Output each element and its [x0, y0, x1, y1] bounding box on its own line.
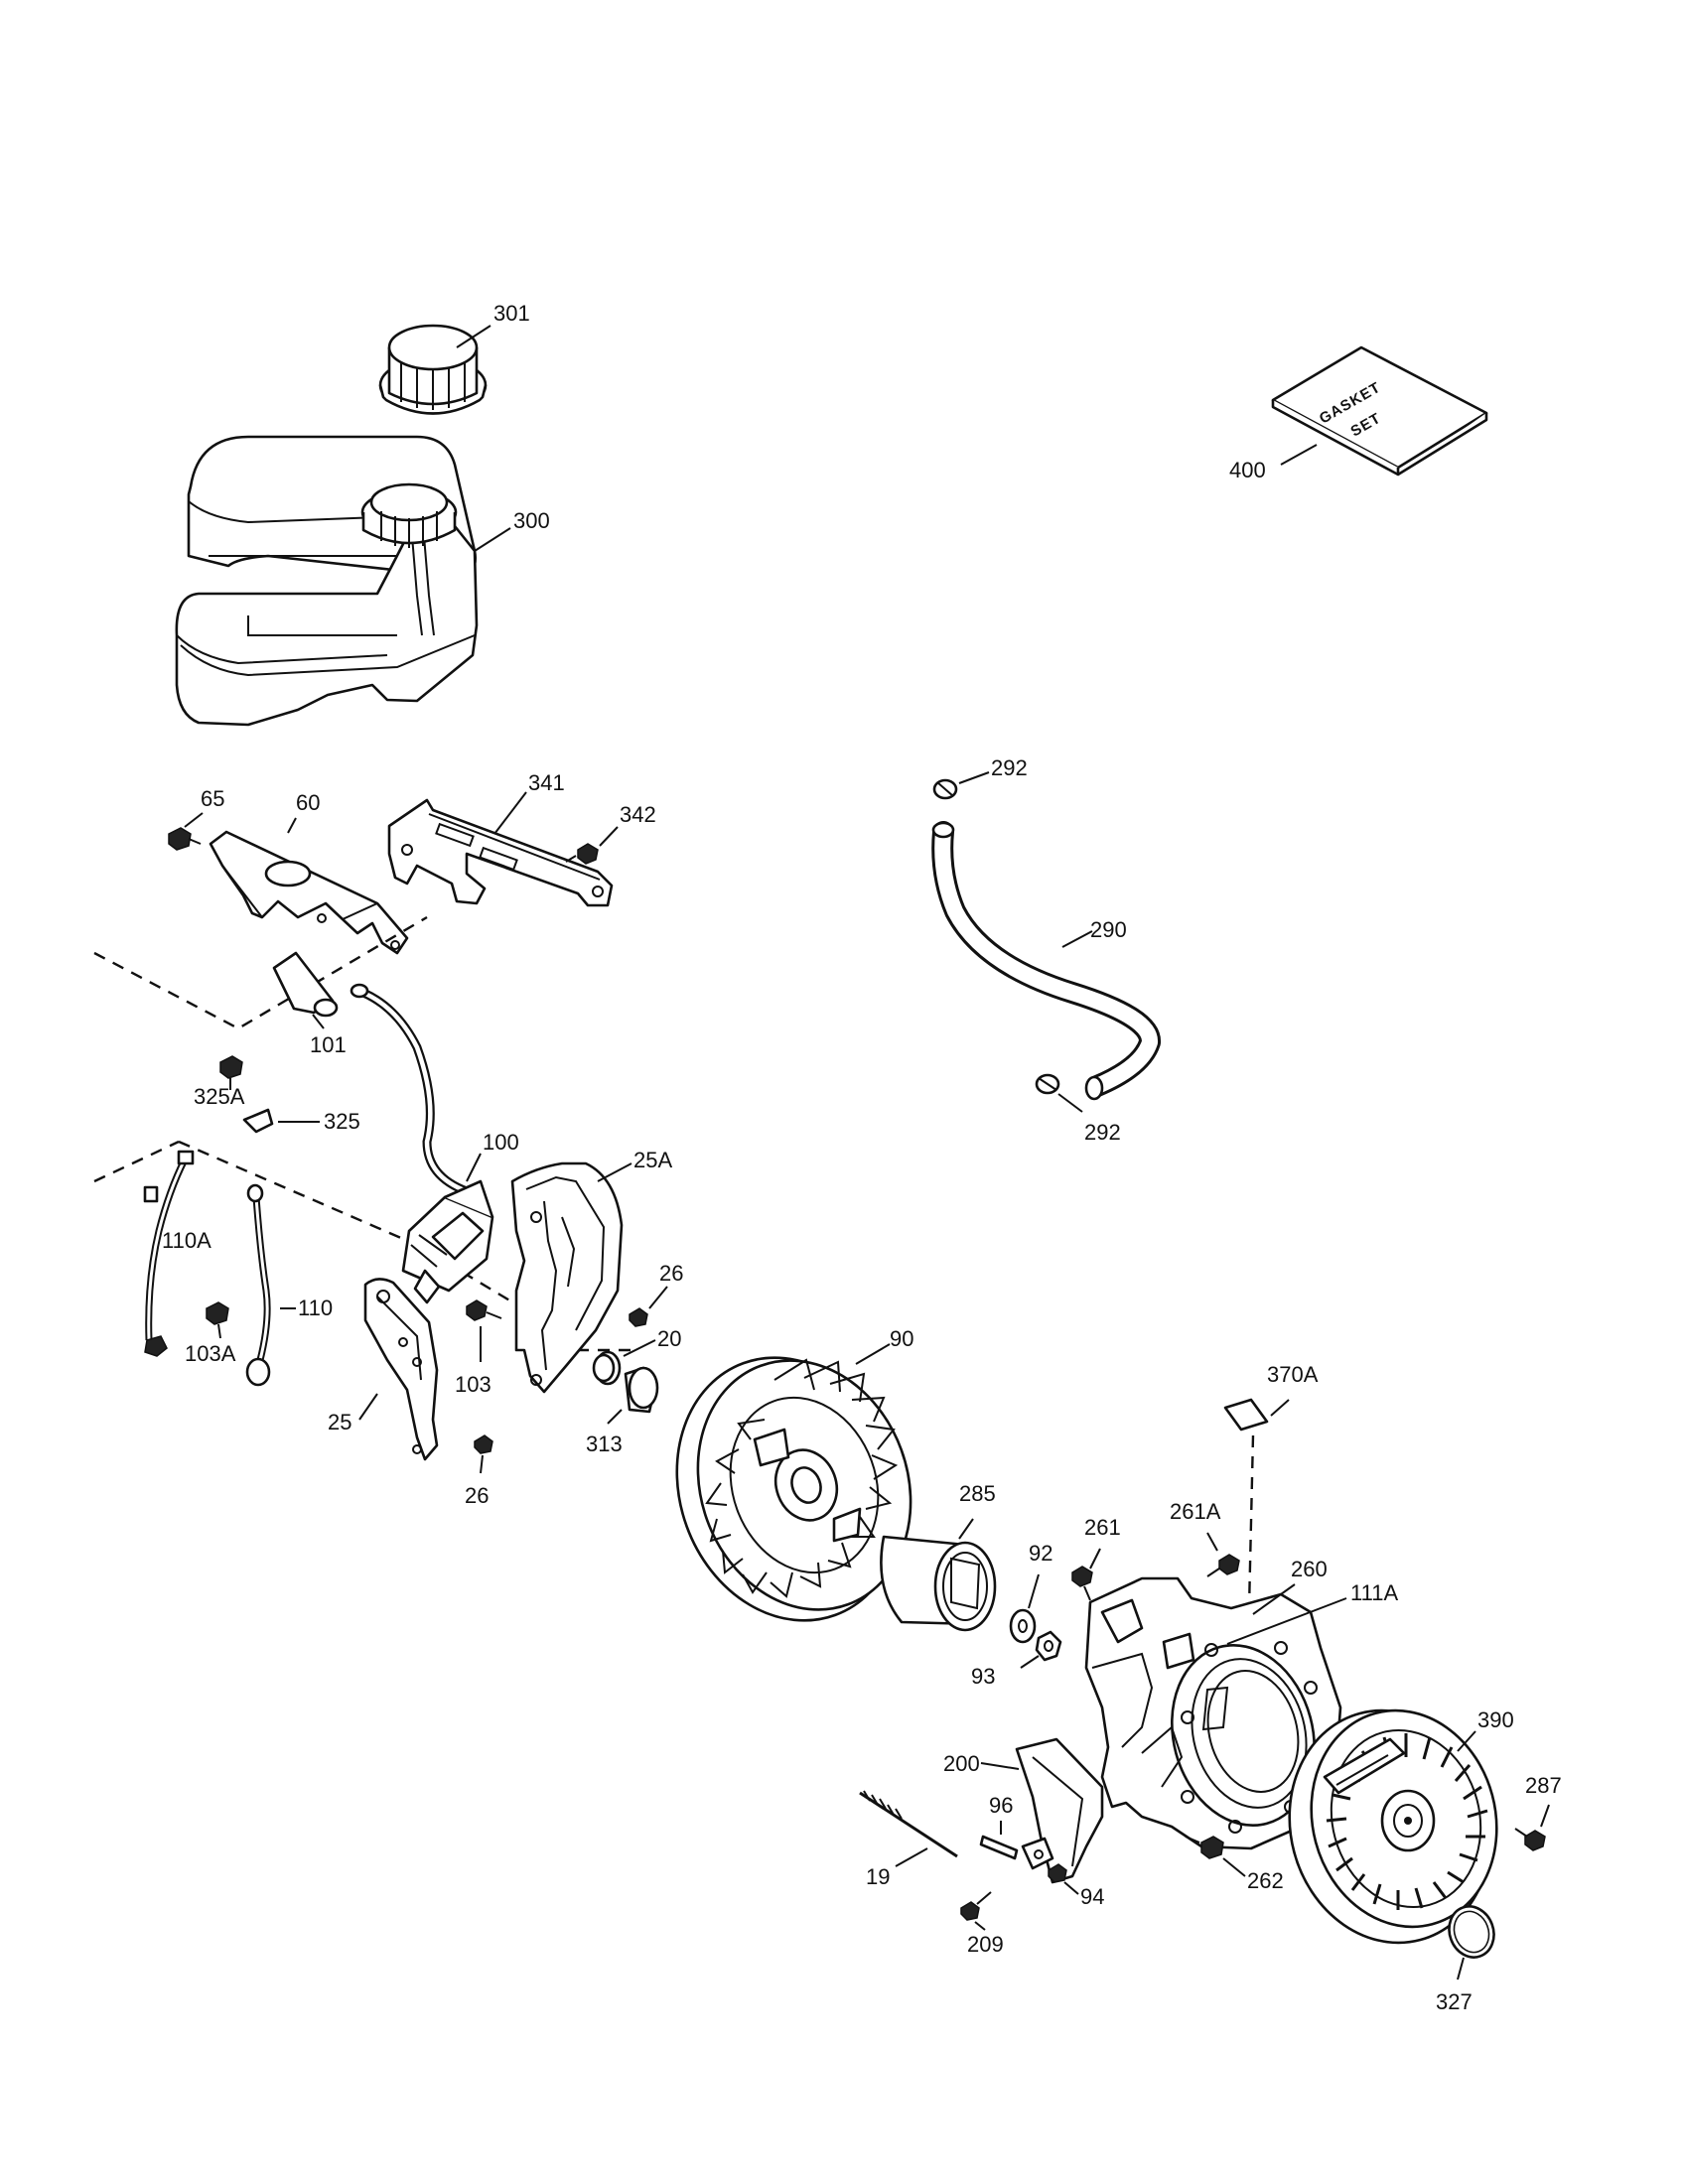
label-26-bottom: 26 — [465, 1483, 489, 1508]
screw-342 — [565, 843, 599, 865]
bushing-20 — [592, 1350, 622, 1386]
label-26-top: 26 — [659, 1261, 683, 1286]
label-110: 110 — [298, 1296, 333, 1320]
label-400: 400 — [1229, 458, 1266, 482]
label-327: 327 — [1436, 1989, 1473, 2014]
label-325: 325 — [324, 1109, 360, 1134]
label-103: 103 — [455, 1372, 491, 1397]
screw-65 — [168, 827, 202, 851]
label-370A: 370A — [1267, 1362, 1319, 1387]
label-261A: 261A — [1170, 1499, 1221, 1524]
label-101: 101 — [310, 1032, 347, 1057]
screw-287 — [1514, 1828, 1546, 1851]
blower-housing-260 — [1084, 1576, 1342, 1850]
screw-325A — [219, 1055, 243, 1090]
elbow-101 — [272, 951, 339, 1018]
label-287: 287 — [1525, 1773, 1562, 1798]
label-209: 209 — [967, 1932, 1004, 1957]
fuel-cap — [378, 324, 488, 415]
ignition-module-100 — [350, 983, 494, 1304]
label-261: 261 — [1084, 1515, 1121, 1540]
label-96: 96 — [989, 1793, 1013, 1818]
ring-327 — [1448, 1905, 1495, 1959]
gasket-set: GASKET SET — [1271, 345, 1488, 477]
label-285: 285 — [959, 1481, 996, 1506]
label-90: 90 — [890, 1326, 913, 1351]
baffle-25A — [510, 1161, 624, 1394]
label-292-bottom: 292 — [1084, 1120, 1121, 1145]
bushing-313 — [624, 1366, 659, 1414]
link-96 — [979, 1835, 1019, 1860]
label-325A: 325A — [194, 1084, 245, 1109]
clip-325 — [242, 1108, 274, 1134]
label-301: 301 — [493, 301, 530, 326]
label-60: 60 — [296, 790, 320, 815]
screw-103 — [466, 1299, 502, 1321]
decal-370A — [1223, 1398, 1269, 1432]
label-93: 93 — [971, 1664, 995, 1689]
label-341: 341 — [528, 770, 565, 795]
label-94: 94 — [1080, 1884, 1104, 1909]
label-20: 20 — [657, 1326, 681, 1351]
screw-26-bottom — [474, 1434, 493, 1454]
label-110A: 110A — [162, 1228, 211, 1253]
label-200: 200 — [943, 1751, 980, 1776]
screw-103A — [206, 1301, 229, 1339]
label-65: 65 — [201, 786, 224, 811]
flywheel-90 — [675, 1356, 912, 1622]
label-25A: 25A — [633, 1148, 672, 1172]
screw-209 — [960, 1891, 992, 1921]
label-19: 19 — [866, 1864, 890, 1889]
screw-26-top — [629, 1307, 648, 1327]
clamp-292-top — [932, 778, 958, 800]
bracket-60 — [209, 830, 409, 955]
label-290: 290 — [1090, 917, 1127, 942]
fuel-tank — [175, 435, 479, 727]
recoil-starter-390 — [1288, 1708, 1498, 1945]
fuel-line-290 — [931, 821, 1161, 1101]
nut-93 — [1035, 1630, 1062, 1662]
baffle-25 — [363, 1278, 439, 1461]
clamp-292-bottom — [1035, 1073, 1060, 1095]
label-292-top: 292 — [991, 755, 1028, 780]
label-111A: 111A — [1350, 1580, 1398, 1605]
rotating-screen-285 — [880, 1535, 997, 1632]
ground-wire-110A — [143, 1150, 195, 1357]
label-260: 260 — [1291, 1557, 1328, 1581]
ground-wire-110 — [245, 1183, 271, 1387]
label-313: 313 — [586, 1432, 623, 1456]
label-262: 262 — [1247, 1868, 1284, 1893]
guard-200 — [1015, 1737, 1104, 1884]
spring-19 — [859, 1790, 958, 1858]
label-25: 25 — [328, 1410, 351, 1434]
label-92: 92 — [1029, 1541, 1052, 1566]
label-300: 300 — [513, 508, 550, 533]
bracket-341 — [387, 798, 614, 907]
label-103A: 103A — [185, 1341, 236, 1366]
label-100: 100 — [483, 1130, 519, 1155]
washer-92 — [1009, 1608, 1037, 1644]
screw-261 — [1071, 1566, 1093, 1601]
bracket-94 — [1021, 1837, 1067, 1883]
label-342: 342 — [620, 802, 656, 827]
screw-261A — [1206, 1554, 1240, 1577]
screw-262 — [1185, 1836, 1224, 1859]
label-390: 390 — [1477, 1707, 1514, 1732]
